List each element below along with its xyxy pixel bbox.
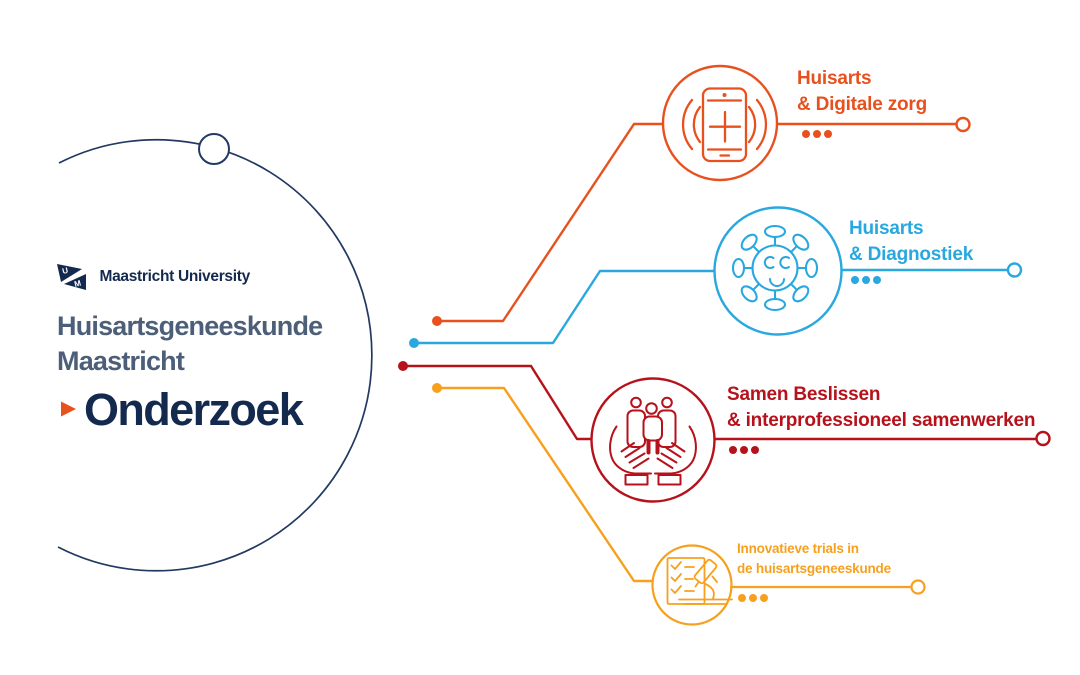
branch-label-samen-beslissen: Samen Beslissen & interprofessioneel sam… — [727, 382, 1035, 433]
people-in-hands-icon — [609, 396, 697, 486]
main-circle-node — [198, 133, 230, 165]
branch-end-node — [955, 116, 971, 133]
branch-label-line2: & Digitale zorg — [797, 93, 928, 115]
ellipsis-dots-icon — [851, 276, 881, 284]
branch-label-line1: Samen Beslissen — [727, 384, 881, 405]
branch-label-line2: & interprofessioneel samenwerken — [727, 409, 1036, 431]
branch-label-digitale-zorg: Huisarts & Digitale zorg — [797, 66, 927, 117]
branch-label-line2: de huisartsgeneeskunde — [737, 561, 891, 576]
branch-label-line1: Huisarts — [797, 68, 872, 89]
branch-samen-beslissen — [398, 361, 1051, 503]
ellipsis-dots-icon — [802, 130, 832, 138]
branch-label-innovatieve-trials: Innovatieve trials in de huisartsgeneesk… — [737, 539, 891, 579]
branch-connector-line — [401, 364, 594, 441]
svg-text:U: U — [61, 266, 69, 276]
ellipsis-dots-icon — [729, 446, 759, 454]
smartphone-waves-icon — [681, 87, 768, 163]
title-bullet — [61, 401, 77, 422]
branch-connector-line — [412, 269, 716, 345]
branch-label-line1: Huisarts — [849, 218, 924, 239]
ellipsis-dots-icon — [738, 594, 768, 602]
branch-end-node — [1035, 430, 1051, 447]
branch-label-line2: & Diagnostiek — [849, 243, 974, 265]
brand-name: Maastricht University — [99, 268, 250, 285]
maastricht-university-logo: U M — [57, 264, 86, 290]
checklist-microscope-icon — [666, 557, 733, 605]
org-title: Huisartsgeneeskunde Maastricht — [57, 309, 323, 379]
branch-connector-line — [435, 386, 656, 583]
main-circle — [57, 133, 373, 572]
branch-icon-circle — [661, 64, 779, 182]
svg-text:M: M — [73, 279, 82, 289]
branch-innovatieve-trials — [432, 383, 926, 626]
org-title-line2: Maastricht — [57, 346, 185, 376]
page-title: Onderzoek — [84, 384, 304, 435]
virus-icon — [731, 224, 819, 312]
virus-face — [763, 256, 790, 287]
brand-logo-row: U M Maastricht University — [56, 262, 250, 292]
branch-connector-line — [435, 122, 665, 323]
main-circle-arc — [57, 138, 373, 572]
branch-digitale-zorg — [432, 64, 971, 326]
org-title-line1: Huisartsgeneeskunde — [57, 311, 323, 341]
branch-label-diagnostiek: Huisarts & Diagnostiek — [849, 216, 973, 267]
triangle-right-icon — [61, 401, 76, 417]
branch-diagnostiek — [409, 206, 1023, 348]
branch-label-line1: Innovatieve trials in — [737, 541, 859, 556]
branch-end-node — [910, 579, 926, 595]
branch-end-node — [1006, 262, 1023, 278]
